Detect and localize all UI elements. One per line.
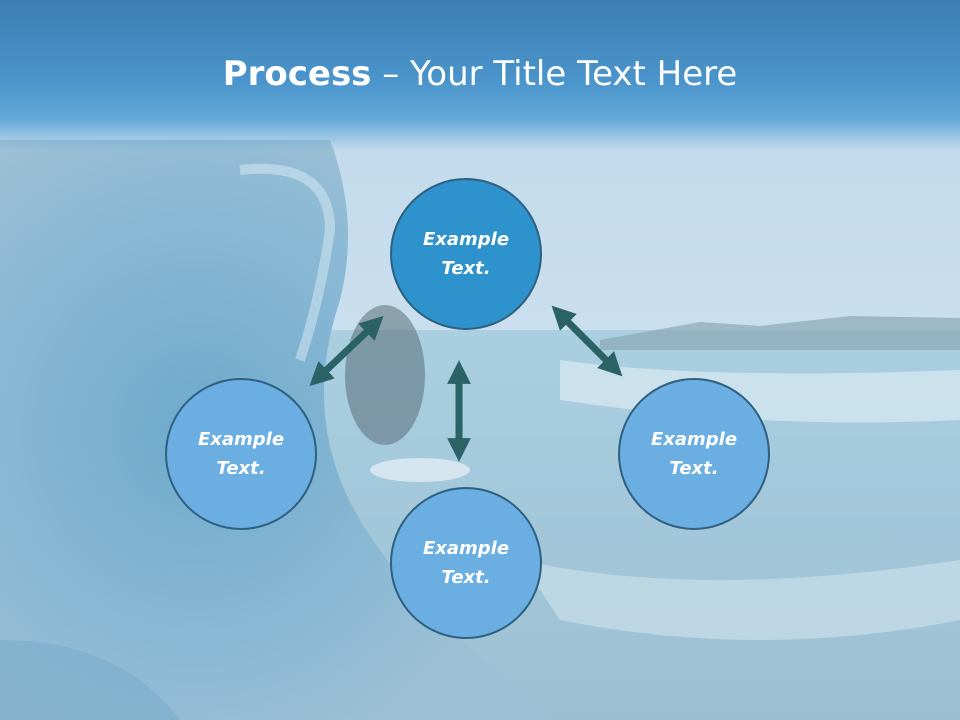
title-rest: – Your Title Text Here: [371, 54, 738, 94]
process-node-left: Example Text.: [165, 378, 317, 530]
title-bold: Process: [222, 54, 372, 94]
node-top-label: Example Text.: [422, 229, 510, 279]
title-bar: [0, 0, 960, 150]
arrow-top-left: [309, 315, 384, 387]
process-node-right: Example Text.: [618, 378, 770, 530]
slide-title: Process – Your Title Text Here: [0, 52, 960, 96]
process-node-bottom: Example Text.: [390, 487, 542, 639]
node-right-label: Example Text.: [650, 429, 738, 479]
process-node-top: Example Text.: [390, 178, 542, 330]
node-left-label: Example Text.: [197, 429, 285, 479]
arrow-top-right: [551, 305, 623, 377]
node-bottom-label: Example Text.: [422, 538, 510, 588]
